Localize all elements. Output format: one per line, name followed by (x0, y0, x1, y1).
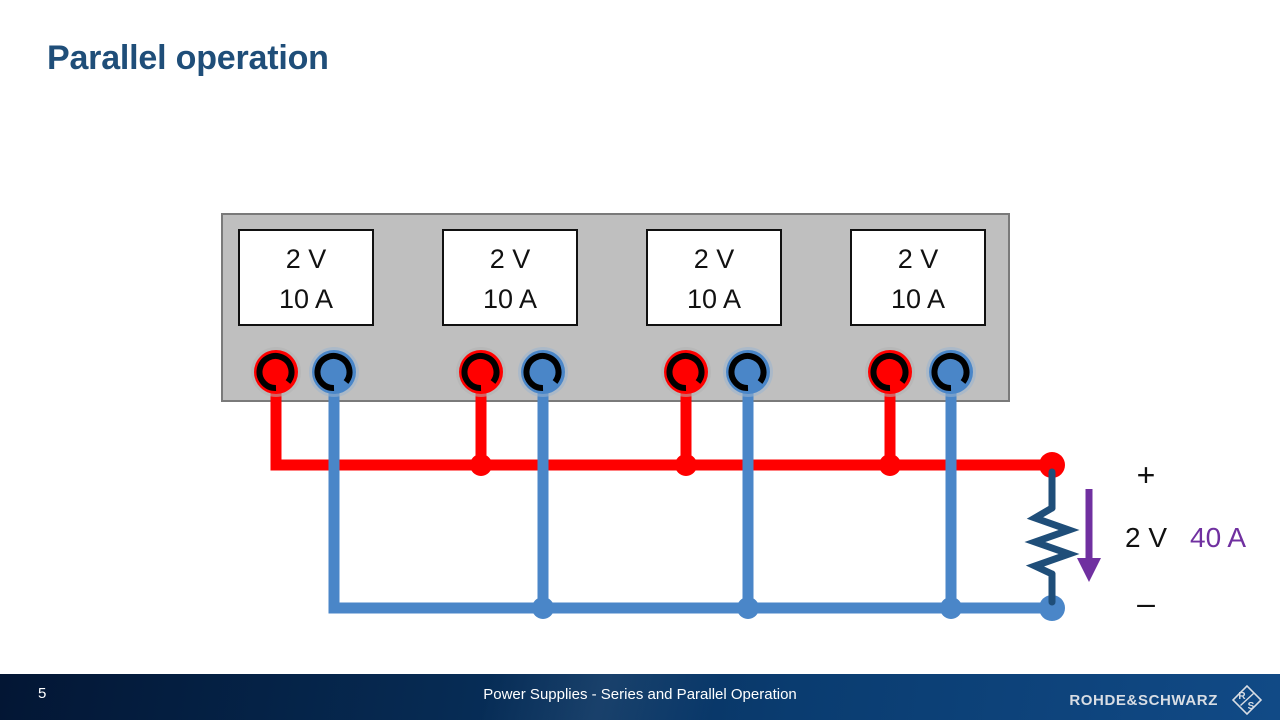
page-number: 5 (38, 685, 47, 702)
psu-voltage-label: 2 V (490, 244, 531, 274)
psu-current-label: 10 A (279, 284, 333, 314)
junction-dot (532, 597, 554, 619)
positive-jack-1[interactable] (251, 347, 301, 397)
psu-display-box (238, 229, 374, 326)
psu-module-2: 2 V 10 A (442, 229, 578, 326)
psu-module-3: 2 V 10 A (646, 229, 782, 326)
load-resistor (1024, 468, 1080, 606)
load-current-arrow-icon (1077, 489, 1101, 582)
psu-display-box (850, 229, 986, 326)
jack-ring-icon (461, 353, 500, 392)
psu-current-label: 10 A (891, 284, 945, 314)
psu-current-label: 10 A (687, 284, 741, 314)
jack-ring-icon (523, 353, 562, 392)
positive-output-terminal-dot (1039, 452, 1065, 478)
negative-wiring (328, 372, 1052, 614)
junction-dot (470, 454, 492, 476)
psu-module-1: 2 V 10 A (238, 229, 374, 326)
load-current-label: 40 A (1190, 522, 1246, 553)
resistor-zigzag-icon (1024, 504, 1080, 578)
junction-dot (675, 454, 697, 476)
jack-ring-icon (728, 353, 767, 392)
negative-jack-4[interactable] (926, 347, 976, 397)
page-title: Parallel operation (47, 39, 329, 77)
junction-dot (879, 454, 901, 476)
negative-jack-1[interactable] (309, 347, 359, 397)
brand-wordmark: ROHDE&SCHWARZ (1069, 691, 1218, 709)
psu-voltage-label: 2 V (286, 244, 327, 274)
footer-bar: 5 Power Supplies - Series and Parallel O… (0, 674, 1280, 720)
positive-jack-3[interactable] (661, 347, 711, 397)
jack-ring-icon (931, 353, 970, 392)
junction-dot (737, 597, 759, 619)
psu-display-box (442, 229, 578, 326)
junction-dot (940, 597, 962, 619)
load-negative-sign: – (1137, 585, 1155, 621)
terminal-jacks (251, 347, 976, 397)
parallel-operation-diagram: 2 V 10 A 2 V 10 A 2 V 10 A 2 V 10 A (221, 213, 1246, 621)
negative-jack-2[interactable] (518, 347, 568, 397)
psu-display-box (646, 229, 782, 326)
brand-logo: ROHDE&SCHWARZ R S (1069, 683, 1264, 717)
jack-ring-icon (666, 353, 705, 392)
jack-ring-icon (314, 353, 353, 392)
psu-voltage-label: 2 V (898, 244, 939, 274)
psu-voltage-label: 2 V (694, 244, 735, 274)
footer-title: Power Supplies - Series and Parallel Ope… (483, 686, 797, 703)
positive-drop-1 (270, 372, 1052, 471)
psu-current-label: 10 A (483, 284, 537, 314)
positive-jack-4[interactable] (865, 347, 915, 397)
load-positive-sign: + (1137, 457, 1156, 493)
positive-junction-dots (470, 452, 1065, 478)
negative-output-terminal-dot (1039, 595, 1065, 621)
psu-module-4: 2 V 10 A (850, 229, 986, 326)
negative-drop-1 (328, 372, 1052, 614)
logo-letter-r: R (1238, 691, 1246, 702)
negative-jack-3[interactable] (723, 347, 773, 397)
jack-ring-icon (256, 353, 295, 392)
jack-ring-icon (870, 353, 909, 392)
positive-jack-2[interactable] (456, 347, 506, 397)
rohde-schwarz-diamond-icon: R S (1231, 684, 1263, 716)
negative-junction-dots (532, 595, 1065, 621)
load-voltage-label: 2 V (1125, 522, 1167, 553)
logo-letter-s: S (1248, 701, 1255, 712)
